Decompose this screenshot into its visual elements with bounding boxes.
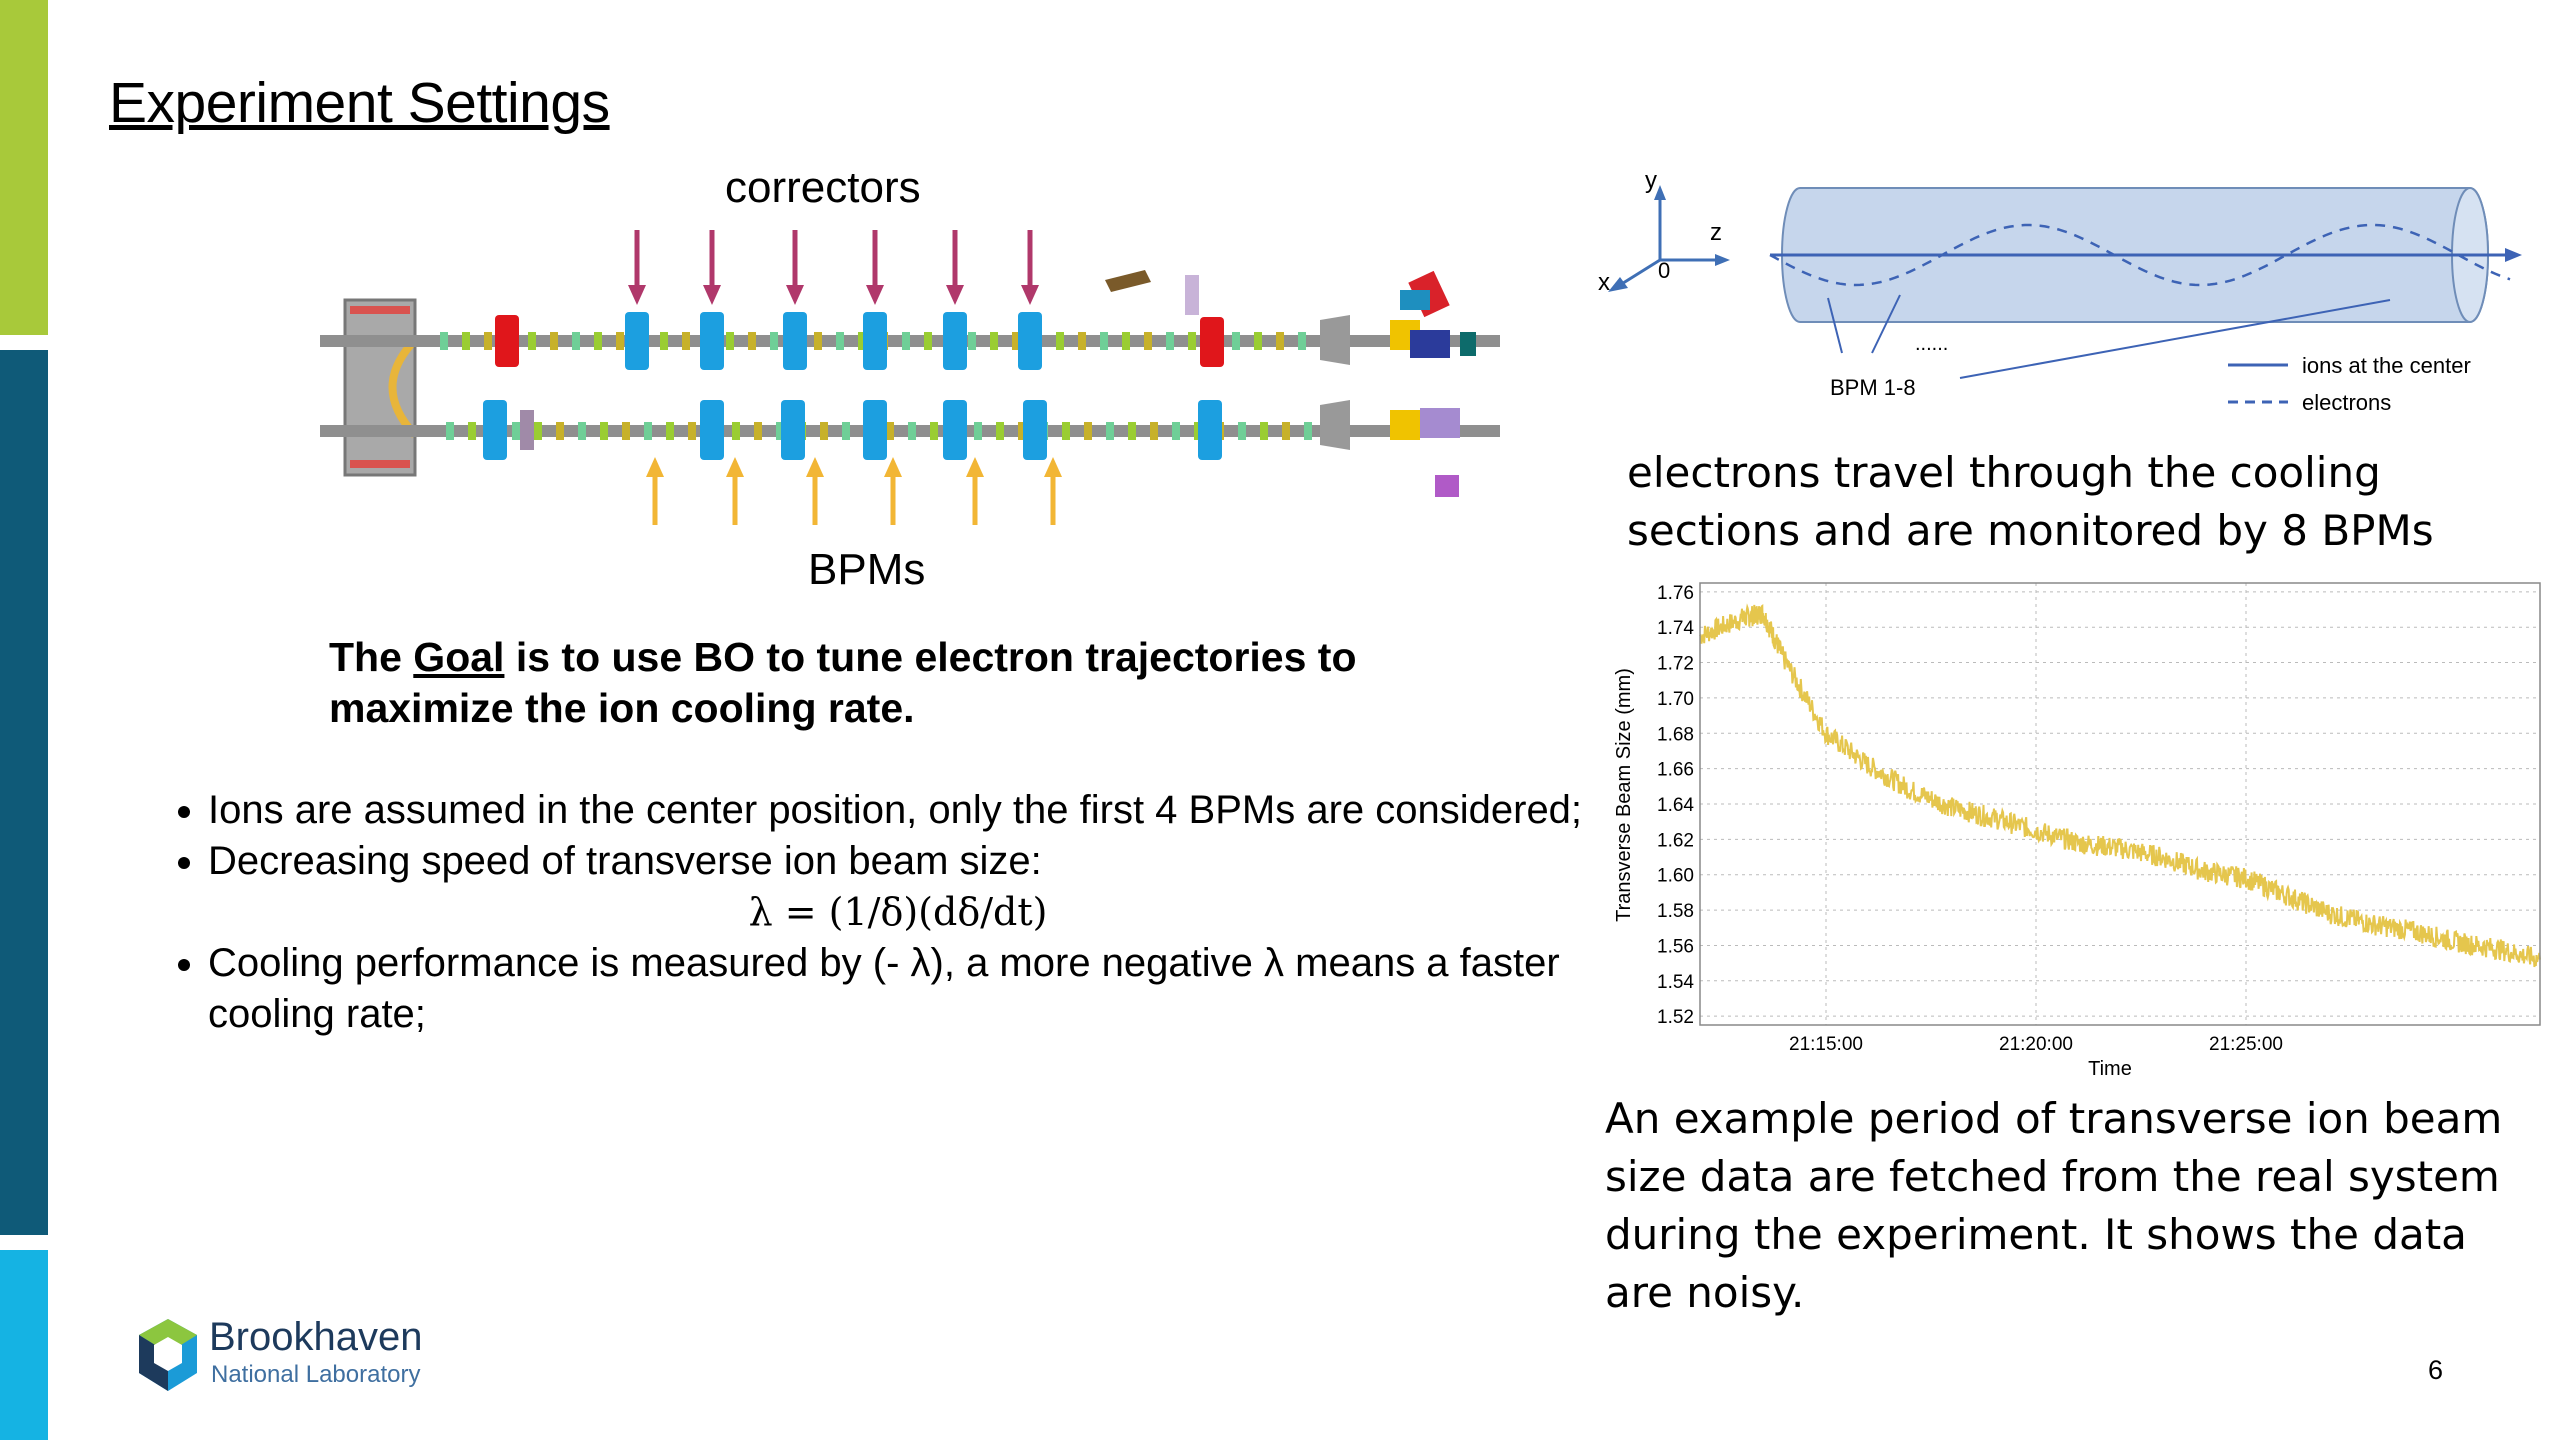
axis-z-label: z xyxy=(1710,219,1722,246)
bpm-arrow xyxy=(726,457,744,525)
logo-subtitle: National Laboratory xyxy=(211,1361,421,1388)
y-tick-label: 1.72 xyxy=(1657,654,1694,675)
upper-solenoid xyxy=(700,312,724,370)
y-tick-label: 1.58 xyxy=(1657,901,1694,922)
bpm-dots: ...... xyxy=(1915,333,1948,355)
lower-solenoid xyxy=(1198,400,1222,460)
lower-solenoid xyxy=(483,400,507,460)
lower-solenoid xyxy=(700,400,724,460)
slide-title: Experiment Settings xyxy=(109,71,610,135)
brookhaven-logo: Brookhaven National Laboratory xyxy=(135,1315,455,1395)
beam-size-chart: Transverse Beam Size (mm) Time 1.76 1.74 1… xyxy=(1613,582,2541,1080)
corrector-arrow xyxy=(1021,230,1039,305)
dipole-magnet xyxy=(343,298,417,477)
bullet-item: Ions are assumed in the center position,… xyxy=(208,785,1588,836)
beamline-diagram xyxy=(320,230,1500,525)
y-tick-label: 1.52 xyxy=(1657,1007,1694,1028)
y-tick-label: 1.60 xyxy=(1657,866,1694,887)
bullet-list: Ions are assumed in the center position,… xyxy=(150,785,1588,1040)
legend-electrons: electrons xyxy=(2302,390,2391,415)
bpm-arrow xyxy=(806,457,824,525)
corrector-arrow xyxy=(946,230,964,305)
bpm-arrow xyxy=(1044,457,1062,525)
bpm-arrow xyxy=(646,457,664,525)
lower-solenoid xyxy=(943,400,967,460)
upper-solenoid xyxy=(783,312,807,370)
electron-trajectory xyxy=(1769,223,2511,287)
goal-statement: The Goal is to use BO to tune electron t… xyxy=(329,632,1479,734)
corrector-arrow xyxy=(786,230,804,305)
caption-electrons: electrons travel through the cooling sec… xyxy=(1627,448,2434,555)
axis-y-label: y xyxy=(1645,167,1657,194)
plot-frame xyxy=(1699,582,2541,1026)
corrector-arrow xyxy=(703,230,721,305)
axis-x-label: x xyxy=(1598,269,1610,296)
legend-ions: ions at the center xyxy=(2302,353,2471,378)
accent-bar-navy xyxy=(0,350,48,1235)
bpm-label: BPM 1-8 xyxy=(1830,375,1916,400)
x-tick-label: 21:25:00 xyxy=(2209,1034,2283,1055)
bullet-item: Cooling performance is measured by (- λ)… xyxy=(208,938,1588,1040)
y-tick-label: 1.64 xyxy=(1657,795,1694,816)
lower-solenoid xyxy=(1023,400,1047,460)
bullet-text: Ions are assumed in the center position,… xyxy=(208,788,1583,832)
bullet-text: Cooling performance is measured by (- λ)… xyxy=(208,941,1560,1036)
logo-name: Brookhaven xyxy=(209,1315,423,1359)
y-tick-label: 1.76 xyxy=(1657,583,1694,604)
y-tick-label: 1.70 xyxy=(1657,689,1694,710)
upper-solenoid xyxy=(863,312,887,370)
y-axis-label: Transverse Beam Size (mm) xyxy=(1613,668,1635,922)
y-tick-label: 1.68 xyxy=(1657,724,1694,745)
origin-label: 0 xyxy=(1658,258,1670,283)
bpm-arrow xyxy=(966,457,984,525)
upper-solenoid xyxy=(1018,312,1042,370)
cooling-rate-formula: λ = (1/δ)(dδ/dt) xyxy=(748,890,1048,934)
correctors-label: correctors xyxy=(725,163,921,212)
y-tick-label: 1.66 xyxy=(1657,760,1694,781)
goal-rest: is to use BO to tune electron trajectori… xyxy=(329,634,1357,731)
lower-solenoid xyxy=(781,400,805,460)
y-tick-label: 1.56 xyxy=(1657,936,1694,957)
bpm-arrow xyxy=(884,457,902,525)
x-tick-label: 21:15:00 xyxy=(1789,1034,1863,1055)
hexagon-logo-icon xyxy=(139,1319,197,1391)
lower-solenoid xyxy=(863,400,887,460)
series-line xyxy=(1699,603,2541,968)
page-number: 6 xyxy=(2428,1355,2444,1385)
goal-word: Goal xyxy=(413,634,505,680)
corrector-arrow xyxy=(628,230,646,305)
x-axis-label: Time xyxy=(2088,1058,2132,1080)
goal-prefix: The xyxy=(329,634,414,680)
x-tick-label: 21:20:00 xyxy=(1999,1034,2073,1055)
bullet-item: Decreasing speed of transverse ion beam … xyxy=(208,836,1588,938)
upper-solenoid xyxy=(625,312,649,370)
caption-chart: An example period of transverse ion beam… xyxy=(1605,1094,2503,1317)
bullet-text: Decreasing speed of transverse ion beam … xyxy=(208,839,1042,883)
upper-solenoid xyxy=(943,312,967,370)
cooling-section-diagram: y z x 0 ...... BPM 1-8 ions at the cente… xyxy=(1598,167,2522,415)
accent-bar-cyan xyxy=(0,1250,48,1440)
y-tick-label: 1.54 xyxy=(1657,972,1694,993)
corrector-arrows xyxy=(628,230,1039,305)
corrector-arrow xyxy=(866,230,884,305)
y-tick-label: 1.62 xyxy=(1657,830,1694,851)
y-tick-label: 1.74 xyxy=(1657,618,1694,639)
accent-bar-green xyxy=(0,0,48,335)
bpms-label: BPMs xyxy=(808,545,926,594)
solenoid-magnets xyxy=(483,312,1222,460)
bpm-arrows xyxy=(646,457,1062,525)
